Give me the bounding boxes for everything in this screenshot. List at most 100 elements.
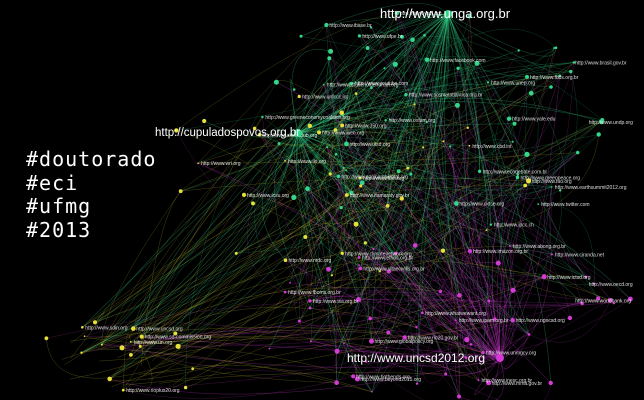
edge xyxy=(97,93,532,351)
graph-node xyxy=(326,146,329,149)
edge xyxy=(341,13,449,126)
edge xyxy=(458,68,513,142)
edge xyxy=(499,334,530,370)
edge xyxy=(297,132,587,278)
edge xyxy=(458,357,501,400)
edge xyxy=(177,143,347,347)
edge xyxy=(310,275,545,309)
hashtag-doutorado: #doutorado xyxy=(26,147,157,171)
edge xyxy=(405,94,414,175)
edge xyxy=(326,147,501,359)
edge xyxy=(141,167,408,337)
edge xyxy=(362,182,615,304)
edge xyxy=(331,143,356,276)
edge xyxy=(379,271,583,307)
edge xyxy=(297,132,631,300)
graph-node xyxy=(412,243,418,248)
graph-node xyxy=(336,174,341,179)
edge xyxy=(443,141,507,359)
graph-node xyxy=(334,380,339,386)
edge xyxy=(526,76,566,188)
graph-node xyxy=(369,26,373,29)
edge xyxy=(297,132,552,188)
edge xyxy=(447,13,560,76)
edge xyxy=(185,82,277,388)
edge xyxy=(323,84,382,342)
edge xyxy=(351,189,491,225)
node-label: http://www.cidse.org xyxy=(459,202,504,208)
edge xyxy=(371,146,454,392)
edge xyxy=(359,35,441,292)
edge xyxy=(398,170,518,190)
graph-node xyxy=(241,192,247,197)
edge xyxy=(299,47,368,322)
edge xyxy=(243,194,374,250)
edge xyxy=(305,105,458,238)
graph-node xyxy=(517,49,520,52)
graph-node xyxy=(456,66,460,71)
edge xyxy=(456,203,595,285)
node-label: http://www.fbds.org.br xyxy=(530,75,579,81)
edge xyxy=(297,82,353,134)
graph-node xyxy=(360,180,365,186)
edge xyxy=(297,132,460,397)
edge xyxy=(426,28,557,61)
graph-node xyxy=(292,88,296,91)
edge xyxy=(475,261,499,264)
edge xyxy=(365,39,413,243)
edge xyxy=(123,344,472,391)
edge xyxy=(197,162,501,359)
major-hub-label: http://www.uncsd2012.org xyxy=(347,351,485,365)
edge xyxy=(69,346,179,380)
edge xyxy=(309,294,530,335)
edge xyxy=(299,96,349,158)
edge xyxy=(289,282,460,296)
edge xyxy=(177,13,449,347)
edge xyxy=(371,13,449,342)
edge xyxy=(262,116,552,255)
edge xyxy=(252,203,467,358)
edge xyxy=(130,341,354,377)
graph-node xyxy=(423,34,426,37)
node-label: http://www.ipcc.ch xyxy=(494,223,534,229)
edge xyxy=(335,13,449,131)
edge xyxy=(121,325,501,359)
node-label: http://www.inesc.org.br xyxy=(482,378,533,384)
graph-node xyxy=(394,11,400,16)
graph-node xyxy=(107,376,112,382)
node-label: http://www.un.org xyxy=(134,340,173,346)
graph-node xyxy=(485,229,488,232)
edge xyxy=(109,167,408,380)
edge xyxy=(123,250,444,391)
graph-node xyxy=(541,274,547,280)
edge xyxy=(333,205,388,344)
graph-node xyxy=(523,183,528,188)
edge xyxy=(176,12,397,131)
edge xyxy=(373,248,501,359)
edge xyxy=(297,101,603,134)
edge xyxy=(477,118,510,359)
hashtag-2013: #2013 xyxy=(26,217,92,242)
graph-node xyxy=(596,132,601,137)
edge xyxy=(343,16,470,169)
edge xyxy=(121,347,501,368)
graph-node xyxy=(363,241,367,245)
edge xyxy=(285,260,304,322)
graph-node xyxy=(358,176,362,180)
edge xyxy=(318,71,571,133)
edge xyxy=(412,36,603,121)
edge xyxy=(81,170,399,353)
graph-node xyxy=(510,287,516,293)
graph-node xyxy=(553,47,556,49)
edge xyxy=(81,330,483,353)
edge xyxy=(299,318,371,344)
edge xyxy=(297,132,396,254)
graph-node xyxy=(328,48,334,54)
node-label: http://www.wri.org xyxy=(201,161,241,167)
graph-node xyxy=(454,102,460,108)
edge xyxy=(499,303,583,359)
node-label: http://www.ethos.org.br xyxy=(362,256,413,262)
edge xyxy=(387,13,449,206)
edge xyxy=(309,296,501,359)
graph-node xyxy=(372,247,375,251)
